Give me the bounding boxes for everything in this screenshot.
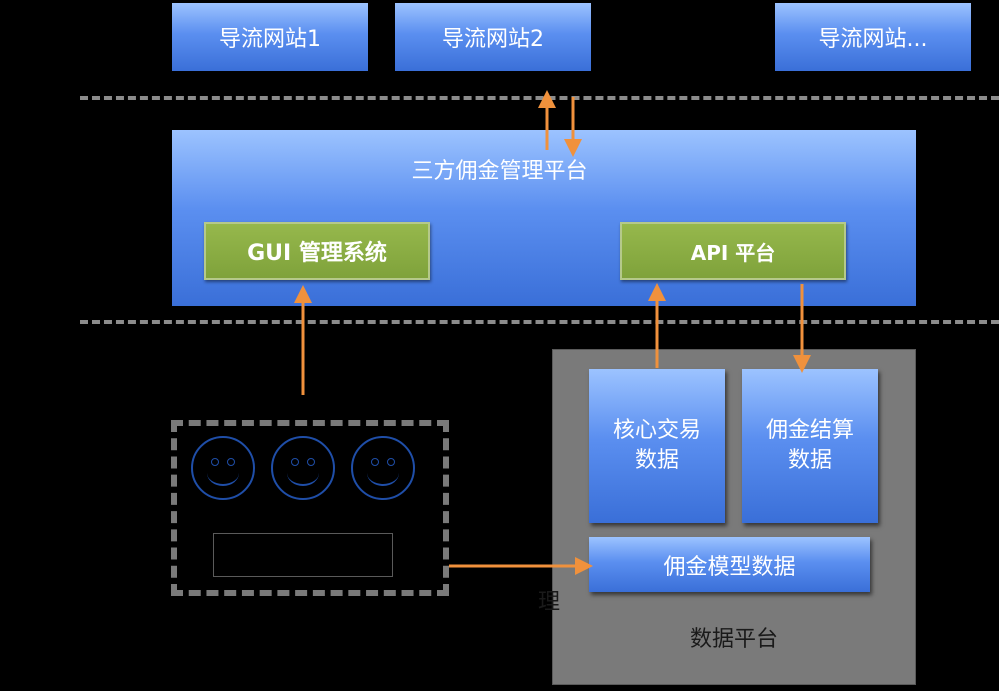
gui-management-system: GUI 管理系统: [204, 222, 430, 280]
core-transaction-line1: 核心交易: [612, 418, 701, 443]
referral-site-more: 导流网站...: [775, 3, 971, 71]
core-transaction-data: 核心交易数据: [589, 369, 725, 523]
commission-settlement-line1: 佣金结算: [765, 418, 854, 443]
users-label-box: [213, 533, 393, 577]
api-platform: API 平台: [620, 222, 846, 280]
referral-site-2: 导流网站2: [395, 3, 591, 71]
commission-settlement-line2: 数据: [787, 448, 832, 473]
users-group-frame: [171, 420, 449, 596]
user-smiley-icon: [271, 436, 335, 500]
referral-site-1: 导流网站1: [172, 3, 368, 71]
core-transaction-line2: 数据: [634, 448, 679, 473]
user-smiley-icon: [191, 436, 255, 500]
commission-settlement-data: 佣金结算数据: [742, 369, 878, 523]
middle-dashed-separator: [80, 320, 999, 324]
user-smiley-icon: [351, 436, 415, 500]
data-platform-label: 数据平台: [689, 627, 778, 652]
commission-model-data: 佣金模型数据: [589, 537, 870, 592]
stray-text: 理: [538, 590, 561, 615]
commission-platform-title: 三方佣金管理平台: [411, 159, 588, 184]
